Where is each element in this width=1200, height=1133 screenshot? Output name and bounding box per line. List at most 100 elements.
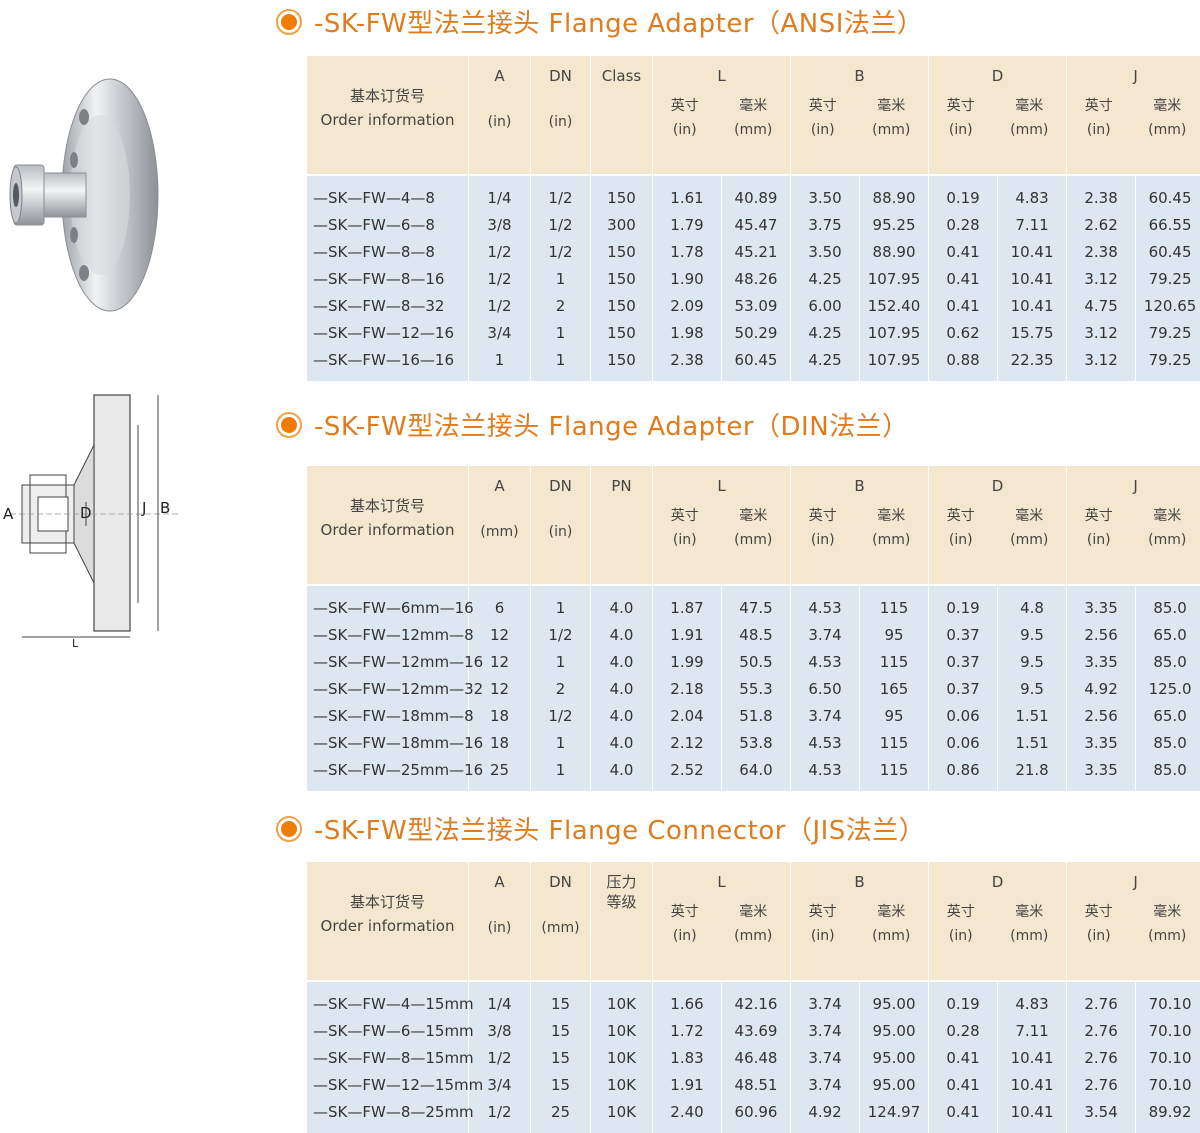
value-cell: 124.97 bbox=[860, 1098, 930, 1133]
order-number-cell: —SK—FW—18mm—16 bbox=[307, 729, 483, 756]
value-cell: 95.00 bbox=[860, 1071, 930, 1098]
header-inch-label: 英寸 bbox=[1084, 508, 1113, 524]
header-inch-col: 英寸(in) bbox=[947, 504, 975, 552]
header-class: Class bbox=[591, 56, 653, 174]
value-cell: 89.92 bbox=[1136, 1098, 1200, 1133]
value-cell: 15 bbox=[531, 980, 591, 1017]
header-inch-unit: (in) bbox=[948, 928, 973, 944]
header-inch-col: 英寸(in) bbox=[1085, 94, 1113, 142]
value-cell: 107.95 bbox=[860, 265, 930, 292]
value-cell: 85.0 bbox=[1136, 648, 1200, 675]
header-class: 压力等级 bbox=[591, 862, 653, 980]
value-cell: 1.91 bbox=[653, 621, 722, 648]
header-order-cn: 基本订货号 bbox=[349, 497, 425, 515]
header-order-cn: 基本订货号 bbox=[349, 893, 425, 911]
value-cell: 15.75 bbox=[998, 319, 1068, 346]
value-cell: 10K bbox=[591, 1017, 653, 1044]
header-dn: DN(mm) bbox=[531, 862, 591, 980]
header-mm-label: 毫米 bbox=[1015, 98, 1044, 114]
value-cell: 115 bbox=[860, 648, 930, 675]
value-cell: 2.18 bbox=[653, 675, 722, 702]
value-cell: 70.10 bbox=[1136, 1071, 1200, 1098]
value-cell: 46.48 bbox=[722, 1044, 792, 1071]
label-d: D bbox=[80, 504, 92, 522]
header-group-subcols: 英寸(in)毫米(mm) bbox=[791, 900, 928, 948]
header-mm-label: 毫米 bbox=[1153, 98, 1182, 114]
header-group-subcols: 英寸(in)毫米(mm) bbox=[791, 94, 928, 142]
value-cell: 0.28 bbox=[929, 1017, 999, 1044]
value-cell: 2.76 bbox=[1067, 980, 1137, 1017]
value-cell: 0.37 bbox=[929, 675, 999, 702]
header-dn-label: DN bbox=[549, 477, 572, 495]
value-cell: 50.29 bbox=[722, 319, 792, 346]
header-group-label: B bbox=[854, 873, 865, 891]
value-cell: 1/2 bbox=[469, 292, 531, 319]
value-cell: 10K bbox=[591, 980, 653, 1017]
value-cell: 9.5 bbox=[998, 621, 1068, 648]
header-class-wrap: Class bbox=[591, 56, 652, 156]
value-cell: 0.28 bbox=[929, 211, 999, 238]
value-cell: 48.5 bbox=[722, 621, 792, 648]
value-cell: 2.04 bbox=[653, 702, 722, 729]
value-cell: 0.86 bbox=[929, 756, 999, 791]
header-mm-unit: (mm) bbox=[872, 928, 911, 944]
order-number-cell: —SK—FW—12mm—32 bbox=[307, 675, 483, 702]
header-inch-label: 英寸 bbox=[808, 508, 837, 524]
value-cell: 79.25 bbox=[1136, 346, 1200, 381]
value-cell: 1.90 bbox=[653, 265, 722, 292]
header-mm-unit: (mm) bbox=[1010, 928, 1049, 944]
header-inch-col: 英寸(in) bbox=[947, 900, 975, 948]
order-number-cell: —SK—FW—8—25mm bbox=[307, 1098, 474, 1133]
header-group-subcols: 英寸(in)毫米(mm) bbox=[653, 504, 790, 552]
header-a-wrap: A(in) bbox=[469, 56, 530, 156]
value-cell: 47.5 bbox=[722, 584, 792, 621]
value-cell: 6.00 bbox=[791, 292, 861, 319]
header-group-subcols: 英寸(in)毫米(mm) bbox=[929, 94, 1066, 142]
value-cell: 4.83 bbox=[998, 980, 1068, 1017]
value-cell: 1/2 bbox=[469, 1098, 531, 1133]
value-cell: 10.41 bbox=[998, 292, 1068, 319]
value-cell: 70.10 bbox=[1136, 1044, 1200, 1071]
header-mm-label: 毫米 bbox=[877, 98, 906, 114]
header-inch-unit: (in) bbox=[1086, 532, 1111, 548]
header-inch-col: 英寸(in) bbox=[809, 900, 837, 948]
order-number-cell: —SK—FW—4—8 bbox=[307, 174, 469, 211]
order-number-cell: —SK—FW—16—16 bbox=[307, 346, 469, 381]
header-inch-label: 英寸 bbox=[670, 508, 699, 524]
header-a-unit: (in) bbox=[487, 114, 512, 130]
order-number-cell: —SK—FW—8—8 bbox=[307, 238, 469, 265]
value-cell: 0.19 bbox=[929, 174, 999, 211]
header-a-wrap: A(mm) bbox=[469, 466, 530, 566]
header-mm-unit: (mm) bbox=[1148, 532, 1187, 548]
value-cell: 1/2 bbox=[531, 702, 591, 729]
value-cell: 4.53 bbox=[791, 584, 861, 621]
value-cell: 70.10 bbox=[1136, 980, 1200, 1017]
value-cell: 2.38 bbox=[653, 346, 722, 381]
section-title-ansi: -SK-FW型法兰接头 Flange Adapter（ANSI法兰） bbox=[276, 3, 923, 40]
order-number-cell: —SK—FW—12—16 bbox=[307, 319, 469, 346]
header-mm-col: 毫米(mm) bbox=[1010, 900, 1048, 948]
value-cell: 1/2 bbox=[531, 238, 591, 265]
value-cell: 85.0 bbox=[1136, 584, 1200, 621]
header-class-wrap: 压力等级 bbox=[591, 862, 652, 962]
value-cell: 4.0 bbox=[591, 729, 653, 756]
header-inch-col: 英寸(in) bbox=[671, 504, 699, 552]
value-cell: 3.75 bbox=[791, 211, 861, 238]
value-cell: 4.92 bbox=[1067, 675, 1137, 702]
value-cell: 1/2 bbox=[469, 238, 531, 265]
value-cell: 0.41 bbox=[929, 1044, 999, 1071]
